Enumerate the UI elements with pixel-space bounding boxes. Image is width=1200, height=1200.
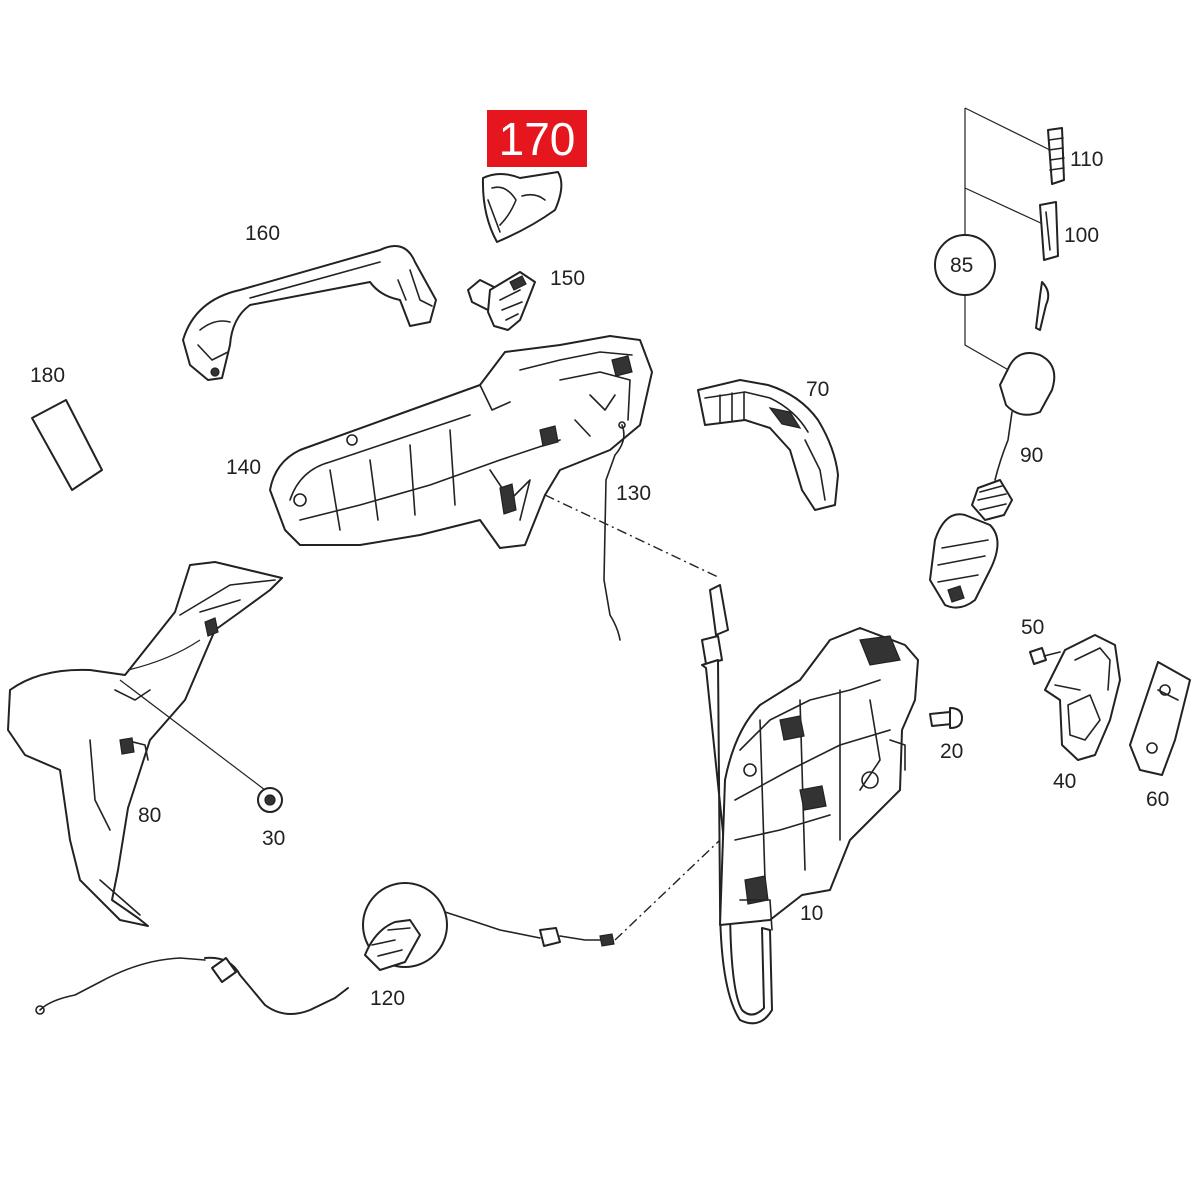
part-110-spring-pin[interactable] bbox=[1047, 127, 1065, 185]
callout-50[interactable]: 50 bbox=[1021, 616, 1044, 639]
callout-150[interactable]: 150 bbox=[550, 267, 585, 290]
callout-130[interactable]: 130 bbox=[616, 482, 651, 505]
part-160-door-handle[interactable] bbox=[182, 245, 437, 381]
callout-80[interactable]: 80 bbox=[138, 804, 161, 827]
callout-60[interactable]: 60 bbox=[1146, 788, 1169, 811]
part-120-bowden-cable[interactable] bbox=[35, 882, 615, 1015]
part-140-handle-carrier[interactable] bbox=[269, 335, 653, 549]
part-30-screw[interactable] bbox=[257, 787, 283, 813]
part-90-cable[interactable] bbox=[929, 281, 1056, 609]
callout-160[interactable]: 160 bbox=[245, 222, 280, 245]
part-group-85[interactable] bbox=[934, 107, 1051, 373]
part-50-screw[interactable] bbox=[1029, 647, 1061, 665]
lock-cable[interactable] bbox=[701, 584, 773, 1025]
part-150-bracket[interactable] bbox=[467, 271, 536, 331]
callout-20[interactable]: 20 bbox=[940, 740, 963, 763]
part-20-bolt[interactable] bbox=[929, 707, 963, 729]
highlight-badge-label: 170 bbox=[499, 113, 576, 165]
assembly-line-140-to-cable bbox=[544, 494, 721, 579]
callout-180[interactable]: 180 bbox=[30, 364, 65, 387]
highlight-badge-background bbox=[487, 110, 587, 167]
part-40-striker[interactable] bbox=[1044, 634, 1121, 761]
callout-100[interactable]: 100 bbox=[1064, 224, 1099, 247]
callout-140[interactable]: 140 bbox=[226, 456, 261, 479]
part-60-plate[interactable] bbox=[1129, 661, 1191, 776]
part-100-clip[interactable] bbox=[1039, 201, 1059, 261]
part-70-cover[interactable] bbox=[697, 379, 839, 511]
part-180-pad[interactable] bbox=[31, 399, 103, 491]
part-130-rod[interactable] bbox=[603, 421, 626, 641]
callout-85[interactable]: 85 bbox=[950, 254, 973, 277]
callout-40[interactable]: 40 bbox=[1053, 770, 1076, 793]
callout-30[interactable]: 30 bbox=[262, 827, 285, 850]
highlight-badge-170[interactable]: 170 bbox=[487, 110, 587, 167]
part-80-trim-cover[interactable] bbox=[7, 561, 283, 927]
part-170-cap[interactable] bbox=[481, 171, 563, 243]
callout-110[interactable]: 110 bbox=[1070, 148, 1103, 171]
callout-labels: 10 20 30 40 50 60 70 80 85 90 100 110 12… bbox=[30, 148, 1169, 1010]
callout-120[interactable]: 120 bbox=[370, 987, 405, 1010]
callout-10[interactable]: 10 bbox=[800, 902, 823, 925]
part-10-door-lock[interactable] bbox=[719, 627, 919, 931]
callout-90[interactable]: 90 bbox=[1020, 444, 1043, 467]
callout-70[interactable]: 70 bbox=[806, 378, 829, 401]
